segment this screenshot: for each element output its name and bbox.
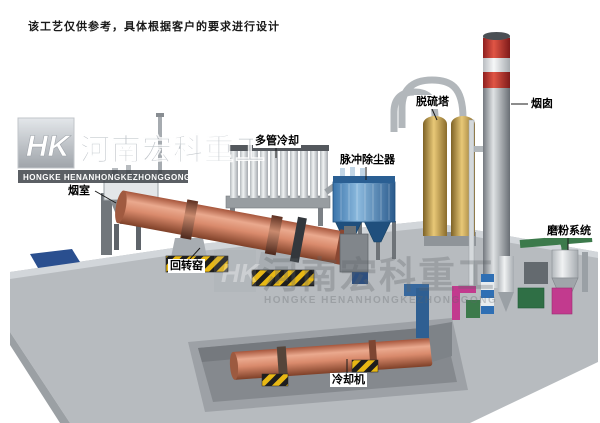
girth-gear (289, 216, 307, 263)
watermark-en: HONGKE HENANHONGKEZHONGGONG (264, 295, 497, 306)
logo: HK 河南宏科重工 HONGKE HENANHONGKEZHONGGONG (17, 117, 266, 183)
watermark-cn: 河南宏科重工 (262, 255, 496, 296)
label-leader-lines (94, 103, 569, 373)
label-grinding-system: 磨粉系统 (545, 224, 593, 238)
logo-en-bar: HONGKE HENANHONGKEZHONGGONG (23, 173, 191, 182)
hazard-base (351, 359, 379, 373)
kiln-drive-motor (352, 272, 368, 284)
logo-monogram: HK (26, 130, 72, 163)
logo-cn: 河南宏科重工 (80, 133, 266, 167)
multi-tube-cooler (225, 145, 342, 226)
cooling-machine (229, 322, 452, 387)
magenta-pipe (452, 286, 460, 320)
blue-duct (416, 288, 429, 338)
auxiliary-pipes (404, 119, 514, 338)
label-smoke-chamber: 烟室 (66, 184, 92, 198)
label-cooling-machine: 冷却机 (330, 373, 367, 387)
label-rotary-kiln: 回转窑 (168, 259, 205, 273)
label-desulfurization-tower: 脱硫塔 (414, 95, 451, 109)
cooler-discharge-hood (428, 322, 452, 362)
rotary-kiln (115, 190, 349, 266)
chimney (483, 32, 510, 288)
grinding-system (517, 234, 593, 315)
striped-column (481, 274, 494, 314)
label-pulse-dust-collector: 脉冲除尘器 (338, 153, 397, 167)
hazard-base (261, 373, 289, 387)
label-chimney: 烟囱 (529, 97, 555, 111)
blue-pad (30, 249, 80, 268)
kiln-hood (339, 226, 369, 284)
watermark-monogram: HK (221, 258, 261, 288)
center-watermark: HK 河南宏科重工 HONGKE HENANHONGKEZHONGGONG (214, 250, 497, 306)
cooler-tubes (229, 145, 329, 198)
disclaimer-text: 该工艺仅供参考，具体根据客户的要求进行设计 (28, 21, 280, 33)
label-multi-tube-cooler: 多管冷却 (253, 134, 301, 148)
